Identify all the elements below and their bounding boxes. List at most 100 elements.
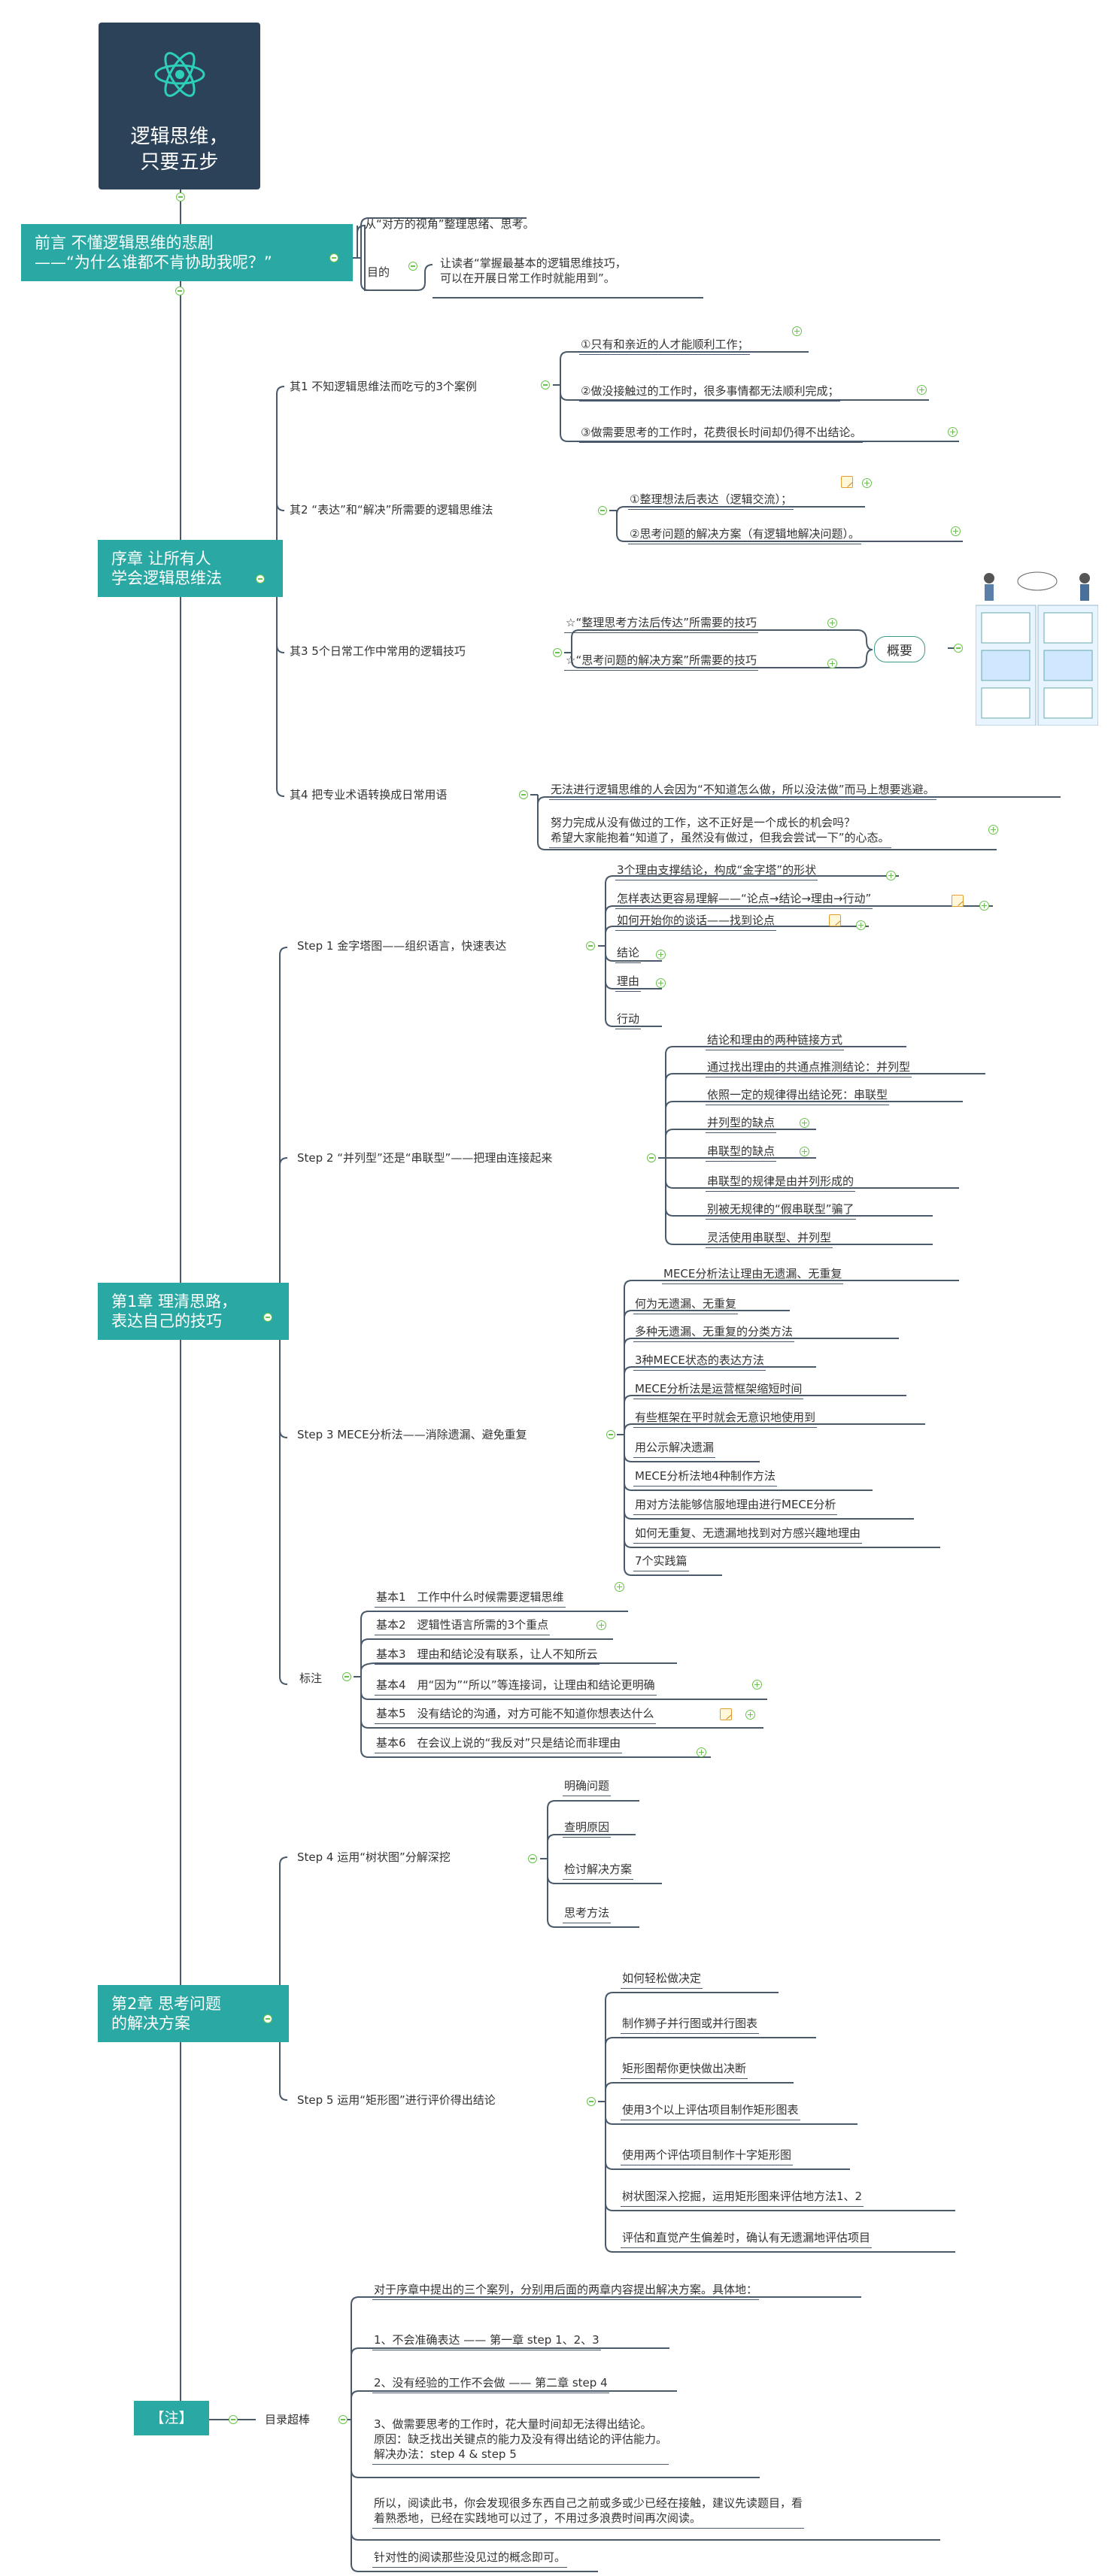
expand-icon[interactable] [827,659,837,668]
preface-goal: 让读者“掌握最基本的逻辑思维技巧， 可以在开展日常工作时就能用到”。 [440,256,627,286]
q3-item: ☆“整理思考方法后传达”所需要的技巧 [564,615,758,633]
step4-item: 查明原因 [563,1820,611,1838]
expand-icon[interactable] [656,978,666,988]
section-chapter2[interactable]: 第2章 思考问题 的解决方案 [98,1985,289,2042]
collapse-toggle[interactable] [229,2415,238,2424]
ch1-step1: Step 1 金字塔图——组织语言，快速表达 [297,938,506,953]
note-icon[interactable] [841,476,853,488]
note-item: 2、没有经验的工作不会做 —— 第二章 step 4 [372,2375,609,2393]
step4-item: 检讨解决方案 [563,1862,633,1880]
step1-item: 行动 [615,1011,641,1029]
collapse-toggle[interactable] [519,790,528,799]
note-icon[interactable] [952,895,964,907]
section-preface[interactable]: 前言 不懂逻辑思维的悲剧 ——“为什么谁都不肯协助我呢？” [21,224,353,281]
step1-item: 如何开始你的谈话——找到论点 [615,913,776,931]
collapse-toggle[interactable] [176,192,185,202]
expand-icon[interactable] [800,1147,809,1156]
step1-item: 怎样表达更容易理解——“论点→结论→理由→行动” [615,891,873,909]
q3-item: ☆“思考问题的解决方案”所需要的技巧 [564,653,758,671]
expand-icon[interactable] [752,1680,762,1690]
step2-item: 串联型的缺点 [706,1144,776,1162]
expand-icon[interactable] [917,385,927,395]
expand-icon[interactable] [951,526,961,536]
expand-icon[interactable] [697,1747,706,1757]
step3-item: 多种无遗漏、无重复的分类方法 [633,1324,794,1342]
collapse-toggle[interactable] [256,574,265,583]
step1-item: 结论 [615,945,641,963]
step2-item: 并列型的缺点 [706,1115,776,1133]
expand-icon[interactable] [827,618,837,628]
note-icon[interactable] [829,914,841,926]
collapse-toggle[interactable] [606,1430,615,1439]
notes-item: 基本1 工作中什么时候需要逻辑思维 [375,1590,566,1608]
collapse-toggle[interactable] [263,2014,272,2023]
collapse-toggle[interactable] [338,2415,348,2424]
expand-icon[interactable] [596,1620,606,1630]
step5-item: 使用3个以上评估项目制作矩形图表 [621,2102,800,2120]
collapse-toggle[interactable] [598,506,607,515]
collapse-toggle[interactable] [647,1153,656,1162]
step3-item: 7个实践篇 [633,1553,689,1571]
step3-item: MECE分析法让理由无遗漏、无重复 [662,1266,843,1284]
step3-item: 用对方法能够信服地理由进行MECE分析 [633,1497,837,1515]
expand-icon[interactable] [615,1582,624,1592]
collapse-toggle[interactable] [329,253,338,262]
ch1-step3: Step 3 MECE分析法——消除遗漏、避免重复 [297,1427,527,1442]
root-topic[interactable]: 逻辑思维， 只要五步 [99,23,260,189]
intro-q3: 其3 5个日常工作中常用的逻辑技巧 [290,644,466,659]
ch2-step4: Step 4 运用“树状图”分解深挖 [297,1850,451,1865]
note-item: 3、做需要思考的工作时，花大量时间却无法得出结论。 原因：缺乏找出关键点的能力及… [372,2417,669,2465]
intro-q4: 其4 把专业术语转换成日常用语 [290,787,447,802]
expand-icon[interactable] [886,871,896,880]
step1-item: 理由 [615,974,641,992]
step3-item: 有些框架在平时就会无意识地使用到 [633,1410,817,1428]
ch1-step2: Step 2 “并列型”还是“串联型”——把理由连接起来 [297,1150,552,1165]
collapse-toggle[interactable] [175,286,184,295]
section-intro[interactable]: 序章 让所有人 学会逻辑思维法 [98,540,283,597]
section-note[interactable]: 【注】 [134,2401,209,2435]
collapse-toggle[interactable] [553,648,562,657]
preface-item: 目的 [367,265,390,280]
step3-item: 何为无遗漏、无重复 [633,1296,738,1314]
collapse-toggle[interactable] [541,380,550,389]
step2-item: 别被无规律的“假串联型”骗了 [706,1202,856,1220]
collapse-toggle[interactable] [528,1854,537,1863]
step2-item: 依照一定的规律得出结论死：串联型 [706,1087,889,1105]
notes-item: 基本2 逻辑性语言所需的3个重点 [375,1617,550,1635]
collapse-toggle[interactable] [586,941,595,950]
collapse-toggle[interactable] [587,2097,596,2106]
expand-icon[interactable] [988,825,998,835]
step2-item: 灵活使用串联型、并列型 [706,1230,833,1248]
expand-icon[interactable] [656,950,666,959]
expand-icon[interactable] [800,1118,809,1128]
expand-icon[interactable] [948,427,958,437]
notes-item: 基本5 没有结论的沟通，对方可能不知道你想表达什么 [375,1706,656,1724]
step5-item: 评估和直觉产生偏差时，确认有无遗漏地评估项目 [621,2230,872,2248]
atom-icon [153,44,207,105]
summary-badge[interactable]: 概要 [874,636,925,662]
collapse-toggle[interactable] [408,262,417,271]
step5-item: 矩形图帮你更快做出决断 [621,2061,748,2079]
expand-icon[interactable] [792,326,802,336]
step4-item: 明确问题 [563,1778,611,1796]
expand-icon[interactable] [862,478,872,488]
note-toc: 目录超棒 [265,2412,310,2427]
note-icon[interactable] [720,1708,732,1720]
collapse-toggle[interactable] [954,644,963,653]
section-chapter1[interactable]: 第1章 理清思路， 表达自己的技巧 [98,1283,289,1340]
intro-q2: 其2 “表达”和“解决”所需要的逻辑思维法 [290,502,493,517]
attached-image-thumbnail[interactable] [976,568,1098,726]
expand-icon[interactable] [856,920,866,930]
notes-item: 基本4 用“因为”“所以”等连接词，让理由和结论更明确 [375,1677,657,1696]
step2-item: 结论和理由的两种链接方式 [706,1032,844,1050]
q1-item: ①只有和亲近的人才能顺利工作； [579,337,750,355]
step2-item: 通过找出理由的共通点推测结论：并列型 [706,1059,912,1077]
collapse-toggle[interactable] [263,1313,272,1322]
expand-icon[interactable] [979,901,989,911]
q2-item: ①整理想法后表达（逻辑交流）； [628,492,794,510]
intro-q1: 其1 不知逻辑思维法而吃亏的3个案例 [290,379,477,394]
collapse-toggle[interactable] [342,1672,351,1681]
step5-item: 树状图深入挖掘，运用矩形图来评估地方法1、2 [621,2189,864,2207]
expand-icon[interactable] [745,1710,755,1720]
note-item: 针对性的阅读那些没见过的概念即可。 [372,2550,567,2568]
